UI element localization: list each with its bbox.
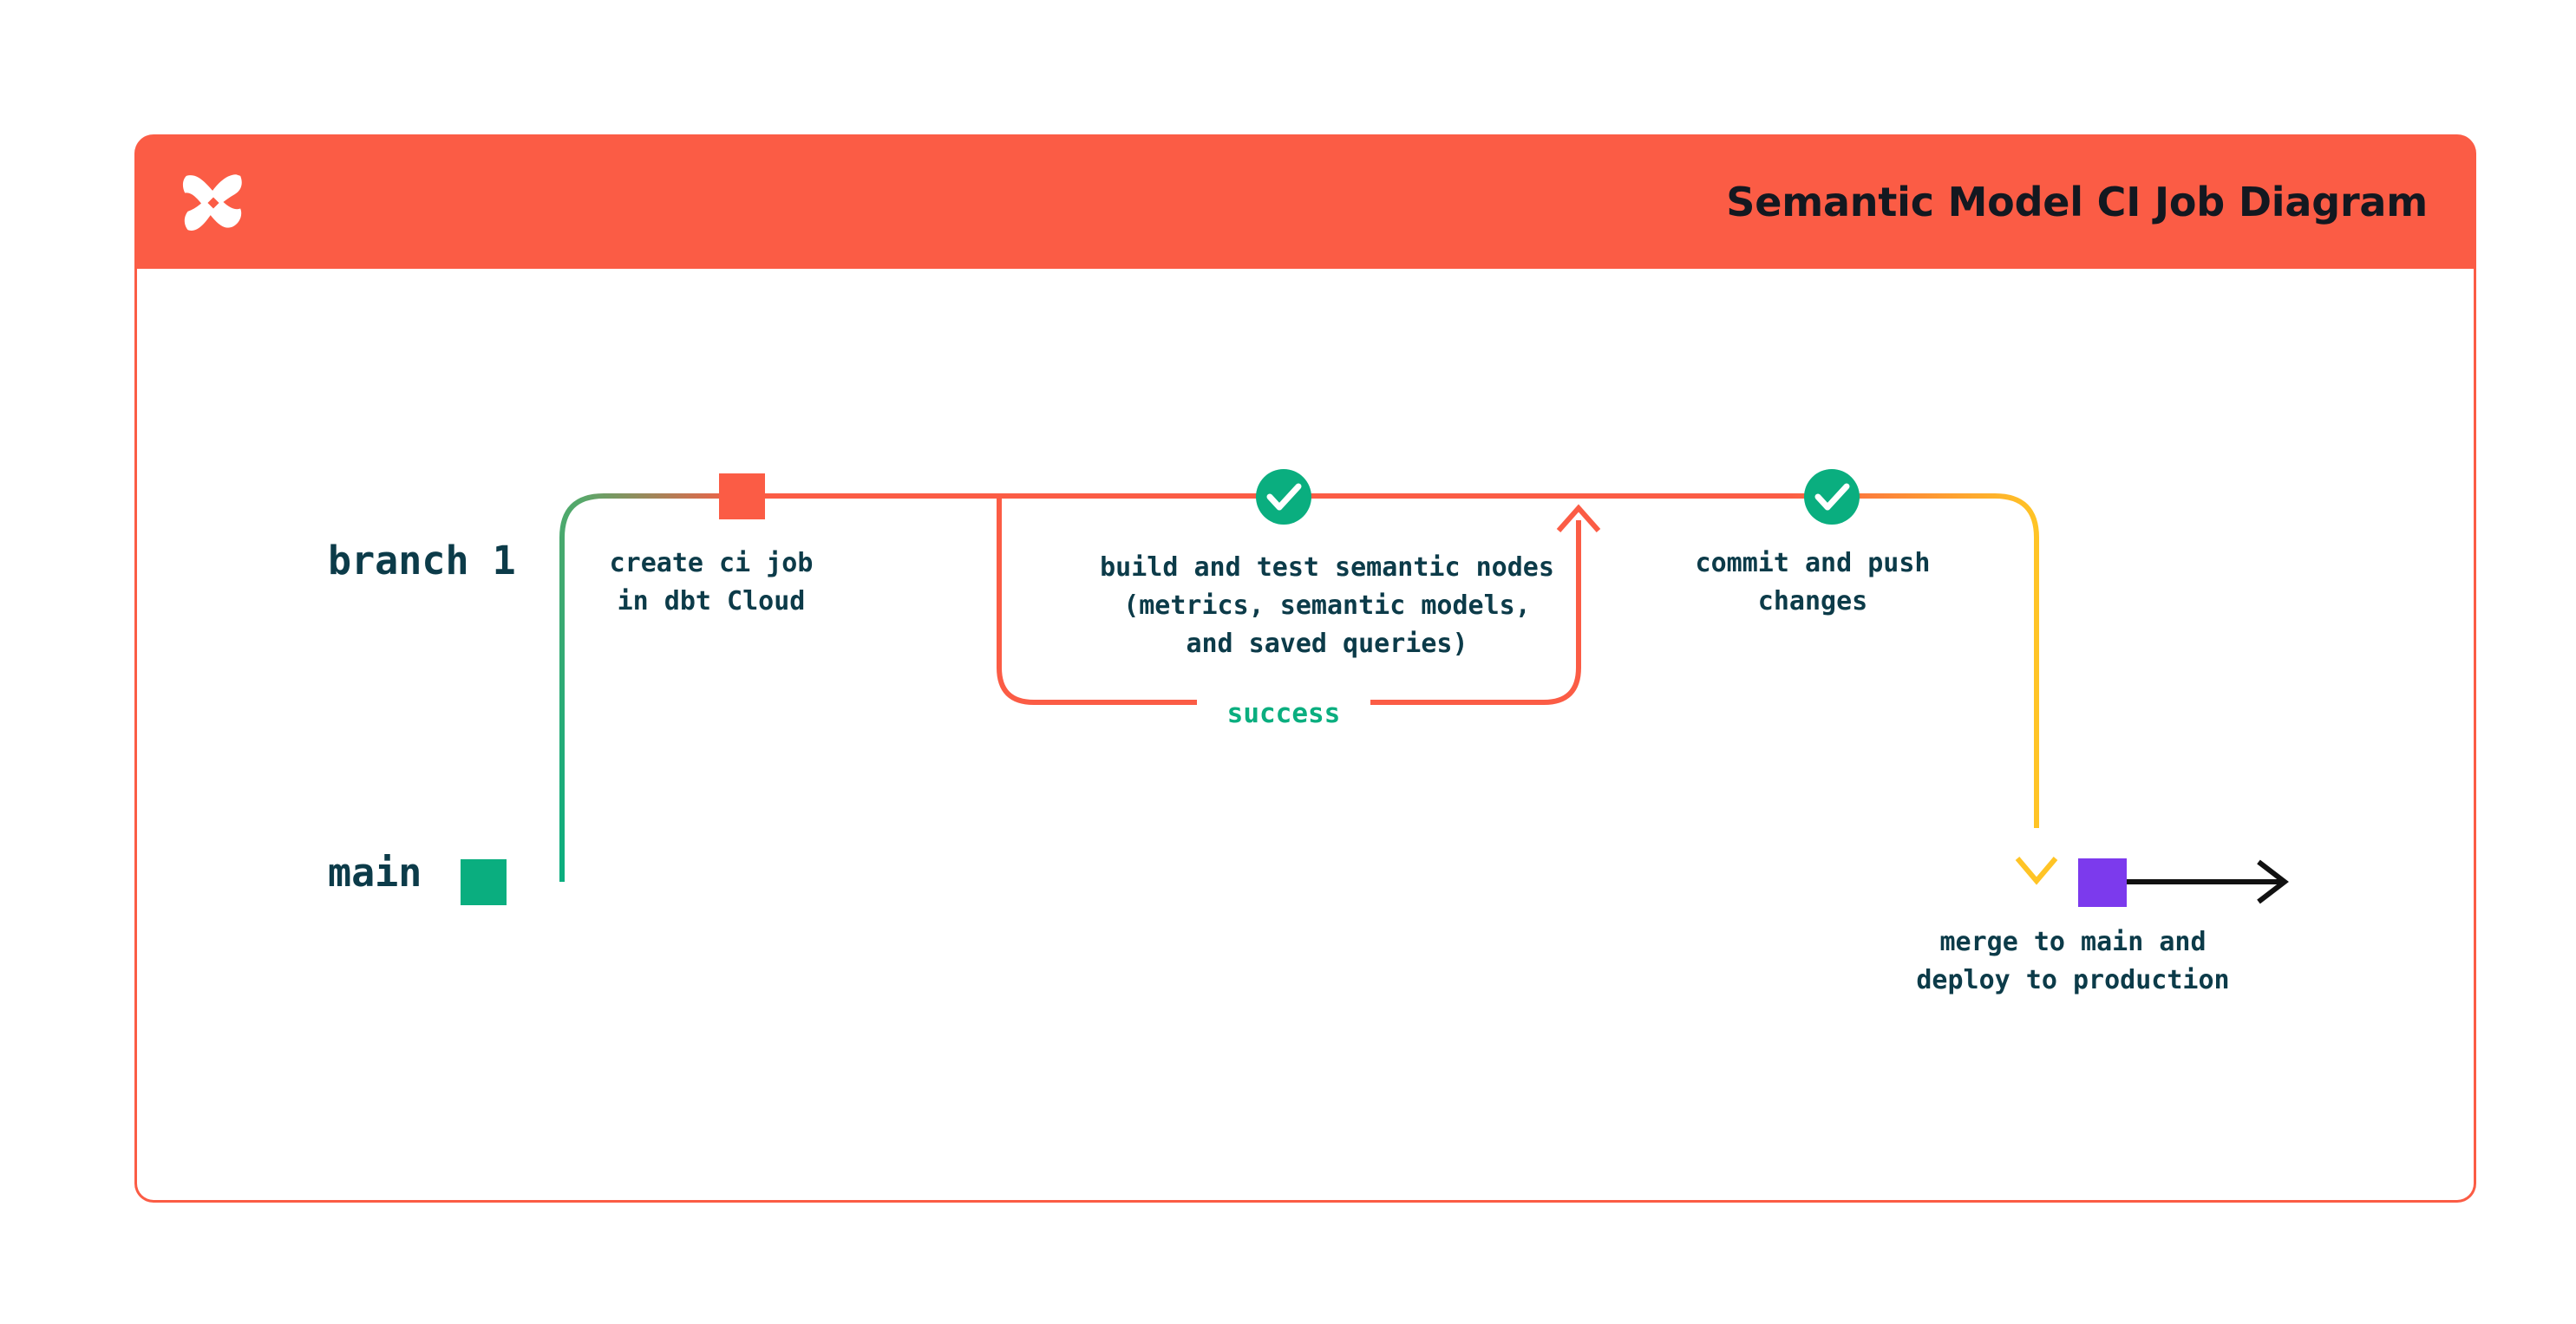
card-header: Semantic Model CI Job Diagram bbox=[134, 134, 2476, 271]
diagram-card: Semantic Model CI Job Diagram bbox=[134, 134, 2476, 1203]
node-caption-merge-to-main: merge to main and deploy to production bbox=[1916, 927, 2230, 996]
page-title: Semantic Model CI Job Diagram bbox=[1726, 179, 2428, 225]
dbt-logo-icon bbox=[178, 167, 249, 238]
node-caption-build-and-test: build and test semantic nodes (metrics, … bbox=[1100, 552, 1554, 660]
node-caption-commit-and-push: commit and push changes bbox=[1695, 548, 1931, 617]
node-caption-create-ci-job: create ci job in dbt Cloud bbox=[609, 548, 814, 617]
edge-label-success: success bbox=[1197, 698, 1370, 729]
lane-label-main: main bbox=[328, 850, 422, 896]
card-body bbox=[134, 269, 2476, 1203]
lane-label-branch-1: branch 1 bbox=[328, 538, 516, 584]
